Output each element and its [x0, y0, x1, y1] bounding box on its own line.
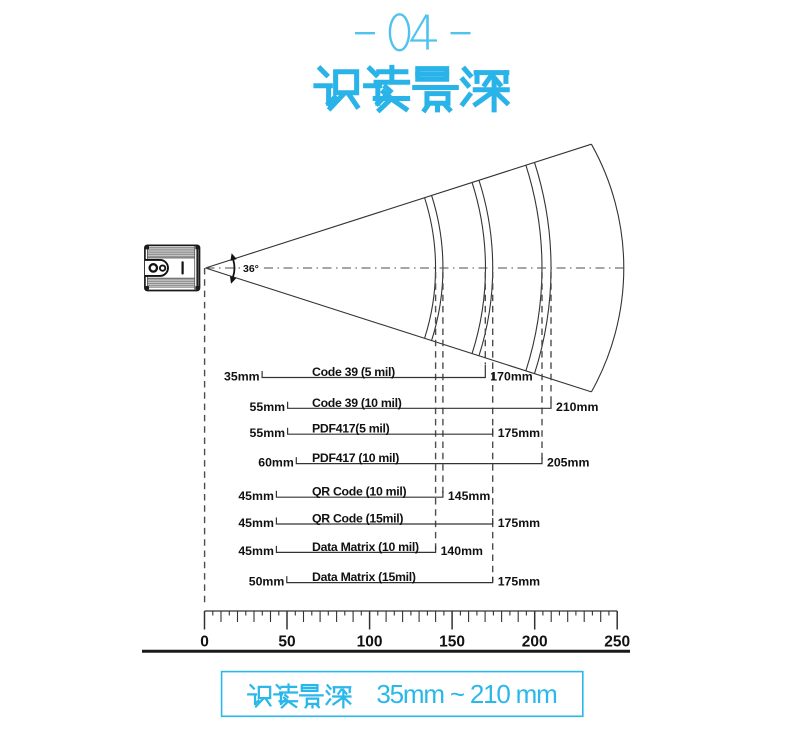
svg-text:140mm: 140mm	[441, 544, 483, 558]
svg-text:45mm: 45mm	[238, 489, 274, 503]
svg-text:50mm: 50mm	[249, 574, 285, 588]
svg-text:0: 0	[200, 634, 209, 651]
svg-text:250: 250	[604, 634, 630, 651]
svg-text:Data Matrix (15mil): Data Matrix (15mil)	[312, 570, 416, 584]
svg-text:145mm: 145mm	[448, 489, 490, 503]
svg-text:PDF417(5 mil): PDF417(5 mil)	[312, 422, 390, 436]
svg-text:45mm: 45mm	[238, 516, 274, 530]
svg-text:45mm: 45mm	[238, 544, 274, 558]
svg-text:QR Code (10 mil): QR Code (10 mil)	[312, 485, 406, 499]
svg-text:175mm: 175mm	[498, 574, 540, 588]
svg-text:50: 50	[278, 634, 295, 651]
svg-text:35mm: 35mm	[224, 369, 260, 383]
svg-text:35mm ~ 210 mm: 35mm ~ 210 mm	[376, 679, 556, 709]
svg-text:55mm: 55mm	[250, 400, 286, 414]
svg-text:100: 100	[357, 634, 383, 651]
svg-text:QR Code (15mil): QR Code (15mil)	[312, 512, 403, 526]
svg-text:Code 39 (5 mil): Code 39 (5 mil)	[312, 365, 395, 379]
svg-text:205mm: 205mm	[547, 455, 589, 469]
svg-text:150: 150	[439, 634, 465, 651]
svg-text:60mm: 60mm	[258, 455, 294, 469]
svg-text:210mm: 210mm	[556, 400, 598, 414]
svg-text:PDF417 (10 mil): PDF417 (10 mil)	[312, 451, 399, 465]
svg-text:55mm: 55mm	[250, 426, 286, 440]
svg-text:200: 200	[522, 634, 548, 651]
svg-text:Data Matrix (10 mil): Data Matrix (10 mil)	[312, 540, 419, 554]
svg-text:170mm: 170mm	[490, 369, 532, 383]
svg-text:Code 39 (10 mil): Code 39 (10 mil)	[312, 396, 402, 410]
svg-text:175mm: 175mm	[498, 426, 540, 440]
svg-text:175mm: 175mm	[498, 516, 540, 530]
svg-text:36°: 36°	[243, 263, 259, 275]
